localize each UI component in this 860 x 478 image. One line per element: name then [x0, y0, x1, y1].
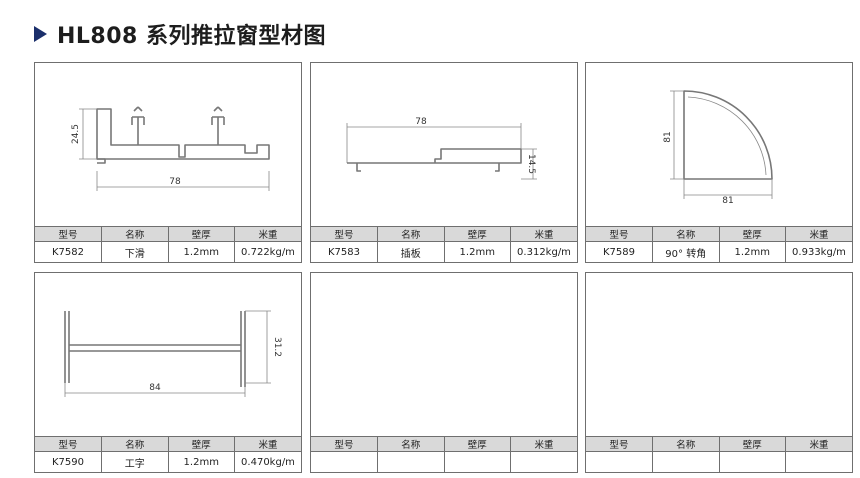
- dim-line-height: [670, 90, 684, 180]
- header-name: 名称: [652, 226, 719, 242]
- header-name: 名称: [101, 436, 168, 452]
- profile-drawing-k7583: 78 14.5: [346, 117, 537, 180]
- cell-name: 工字: [101, 451, 168, 472]
- cell-name: 90° 转角: [652, 241, 719, 262]
- header-thickness: 壁厚: [443, 226, 511, 242]
- profile-panel-k7589: 81 81 型号 名称 壁厚 米重 K7589 90° 转角 1.2mm 0.9…: [585, 62, 853, 263]
- profile-inner-arc: [687, 96, 767, 176]
- cell-weight: [510, 451, 577, 472]
- cell-model: K7590: [35, 451, 102, 472]
- header-model: 型号: [35, 226, 102, 242]
- spec-table-k7583: 型号 名称 壁厚 米重 K7583 插板 1.2mm 0.312kg/m: [311, 226, 577, 262]
- cell-weight: 0.470kg/m: [234, 451, 301, 472]
- spec-table-k7590: 型号 名称 壁厚 米重 K7590 工字 1.2mm 0.470kg/m: [35, 436, 301, 472]
- profile-drawing-k7589: 81 81: [663, 90, 773, 206]
- dim-line-width: [96, 171, 270, 191]
- dim-label-height: 14.5: [526, 154, 536, 174]
- spec-table-empty-1: 型号 名称 壁厚 米重: [311, 436, 577, 472]
- header-name: 名称: [377, 226, 444, 242]
- cell-thickness: [443, 451, 511, 472]
- cell-name: [652, 451, 719, 472]
- dim-label-width: 84: [149, 383, 161, 393]
- header-thickness: 壁厚: [718, 226, 786, 242]
- dim-line-height: [79, 108, 97, 160]
- header-weight: 米重: [510, 436, 577, 452]
- dim-label-width: 81: [722, 196, 733, 206]
- dim-line-width: [346, 123, 522, 163]
- cell-thickness: 1.2mm: [167, 451, 235, 472]
- dim-label-width: 78: [169, 177, 181, 187]
- profile-panel-k7582: 24.5 78 型号 名称 壁厚 米重 K7582 下滑 1.2mm 0.722…: [34, 62, 302, 263]
- profile-outline: [683, 90, 773, 180]
- header-name: 名称: [652, 436, 719, 452]
- cell-name: [377, 451, 444, 472]
- header-model: 型号: [311, 436, 378, 452]
- cell-thickness: 1.2mm: [167, 241, 235, 262]
- header-weight: 米重: [234, 436, 301, 452]
- profile-panel-empty-1: 型号 名称 壁厚 米重: [310, 272, 578, 473]
- profile-panel-k7590: 31.2 84 型号 名称 壁厚 米重 K7590 工字 1.2mm 0.470…: [34, 272, 302, 473]
- dim-line-width: [64, 383, 246, 397]
- profile-outline: [96, 108, 270, 160]
- dim-line-width: [683, 179, 773, 199]
- profile-rail-right: [211, 106, 225, 145]
- profile-drawing-k7590: 31.2 84: [64, 310, 282, 397]
- header-name: 名称: [377, 436, 444, 452]
- spec-table-k7582: 型号 名称 壁厚 米重 K7582 下滑 1.2mm 0.722kg/m: [35, 226, 301, 262]
- cell-weight: 0.312kg/m: [510, 241, 577, 262]
- header-name: 名称: [101, 226, 168, 242]
- header-thickness: 壁厚: [167, 436, 235, 452]
- cell-name: 下滑: [101, 241, 168, 262]
- profile-panel-empty-2: 型号 名称 壁厚 米重: [585, 272, 853, 473]
- profile-left-leg: [64, 311, 70, 383]
- profile-hook-left: [356, 163, 361, 172]
- header-thickness: 壁厚: [718, 436, 786, 452]
- profile-outline: [347, 148, 522, 164]
- cell-weight: [785, 451, 852, 472]
- title-arrow-icon: [34, 26, 47, 42]
- profile-web: [69, 344, 241, 352]
- cell-model: K7582: [35, 241, 102, 262]
- profile-drawing-k7582: 24.5 78: [71, 106, 270, 191]
- dim-label-height: 81: [663, 131, 673, 142]
- header-thickness: 壁厚: [443, 436, 511, 452]
- header-weight: 米重: [785, 436, 852, 452]
- cell-model: [586, 451, 653, 472]
- cell-weight: 0.722kg/m: [234, 241, 301, 262]
- cell-thickness: 1.2mm: [718, 241, 786, 262]
- dim-line-height: [521, 148, 537, 180]
- dim-label-height: 24.5: [71, 124, 81, 144]
- header-weight: 米重: [234, 226, 301, 242]
- cell-weight: 0.933kg/m: [785, 241, 852, 262]
- cell-model: [311, 451, 378, 472]
- cell-model: K7589: [586, 241, 653, 262]
- profile-right-leg: [240, 311, 246, 387]
- header-weight: 米重: [785, 226, 852, 242]
- header-model: 型号: [586, 436, 653, 452]
- cell-name: 插板: [377, 241, 444, 262]
- profile-lip: [97, 158, 106, 164]
- spec-table-k7589: 型号 名称 壁厚 米重 K7589 90° 转角 1.2mm 0.933kg/m: [586, 226, 852, 262]
- profile-rail-left: [131, 106, 145, 145]
- header-weight: 米重: [510, 226, 577, 242]
- cell-thickness: [718, 451, 786, 472]
- spec-table-empty-2: 型号 名称 壁厚 米重: [586, 436, 852, 472]
- title-row: HL808 系列推拉窗型材图: [34, 14, 326, 54]
- profile-hook-right: [495, 163, 500, 172]
- header-model: 型号: [311, 226, 378, 242]
- dim-line-height: [245, 310, 271, 384]
- cell-model: K7583: [311, 241, 378, 262]
- profile-panel-k7583: 78 14.5 型号 名称 壁厚 米重 K7583 插板 1.2mm 0.312…: [310, 62, 578, 263]
- header-thickness: 壁厚: [167, 226, 235, 242]
- header-model: 型号: [35, 436, 102, 452]
- header-model: 型号: [586, 226, 653, 242]
- cell-thickness: 1.2mm: [443, 241, 511, 262]
- page-title: HL808 系列推拉窗型材图: [57, 24, 327, 49]
- dim-label-height: 31.2: [272, 337, 282, 357]
- dim-label-width: 78: [415, 117, 427, 127]
